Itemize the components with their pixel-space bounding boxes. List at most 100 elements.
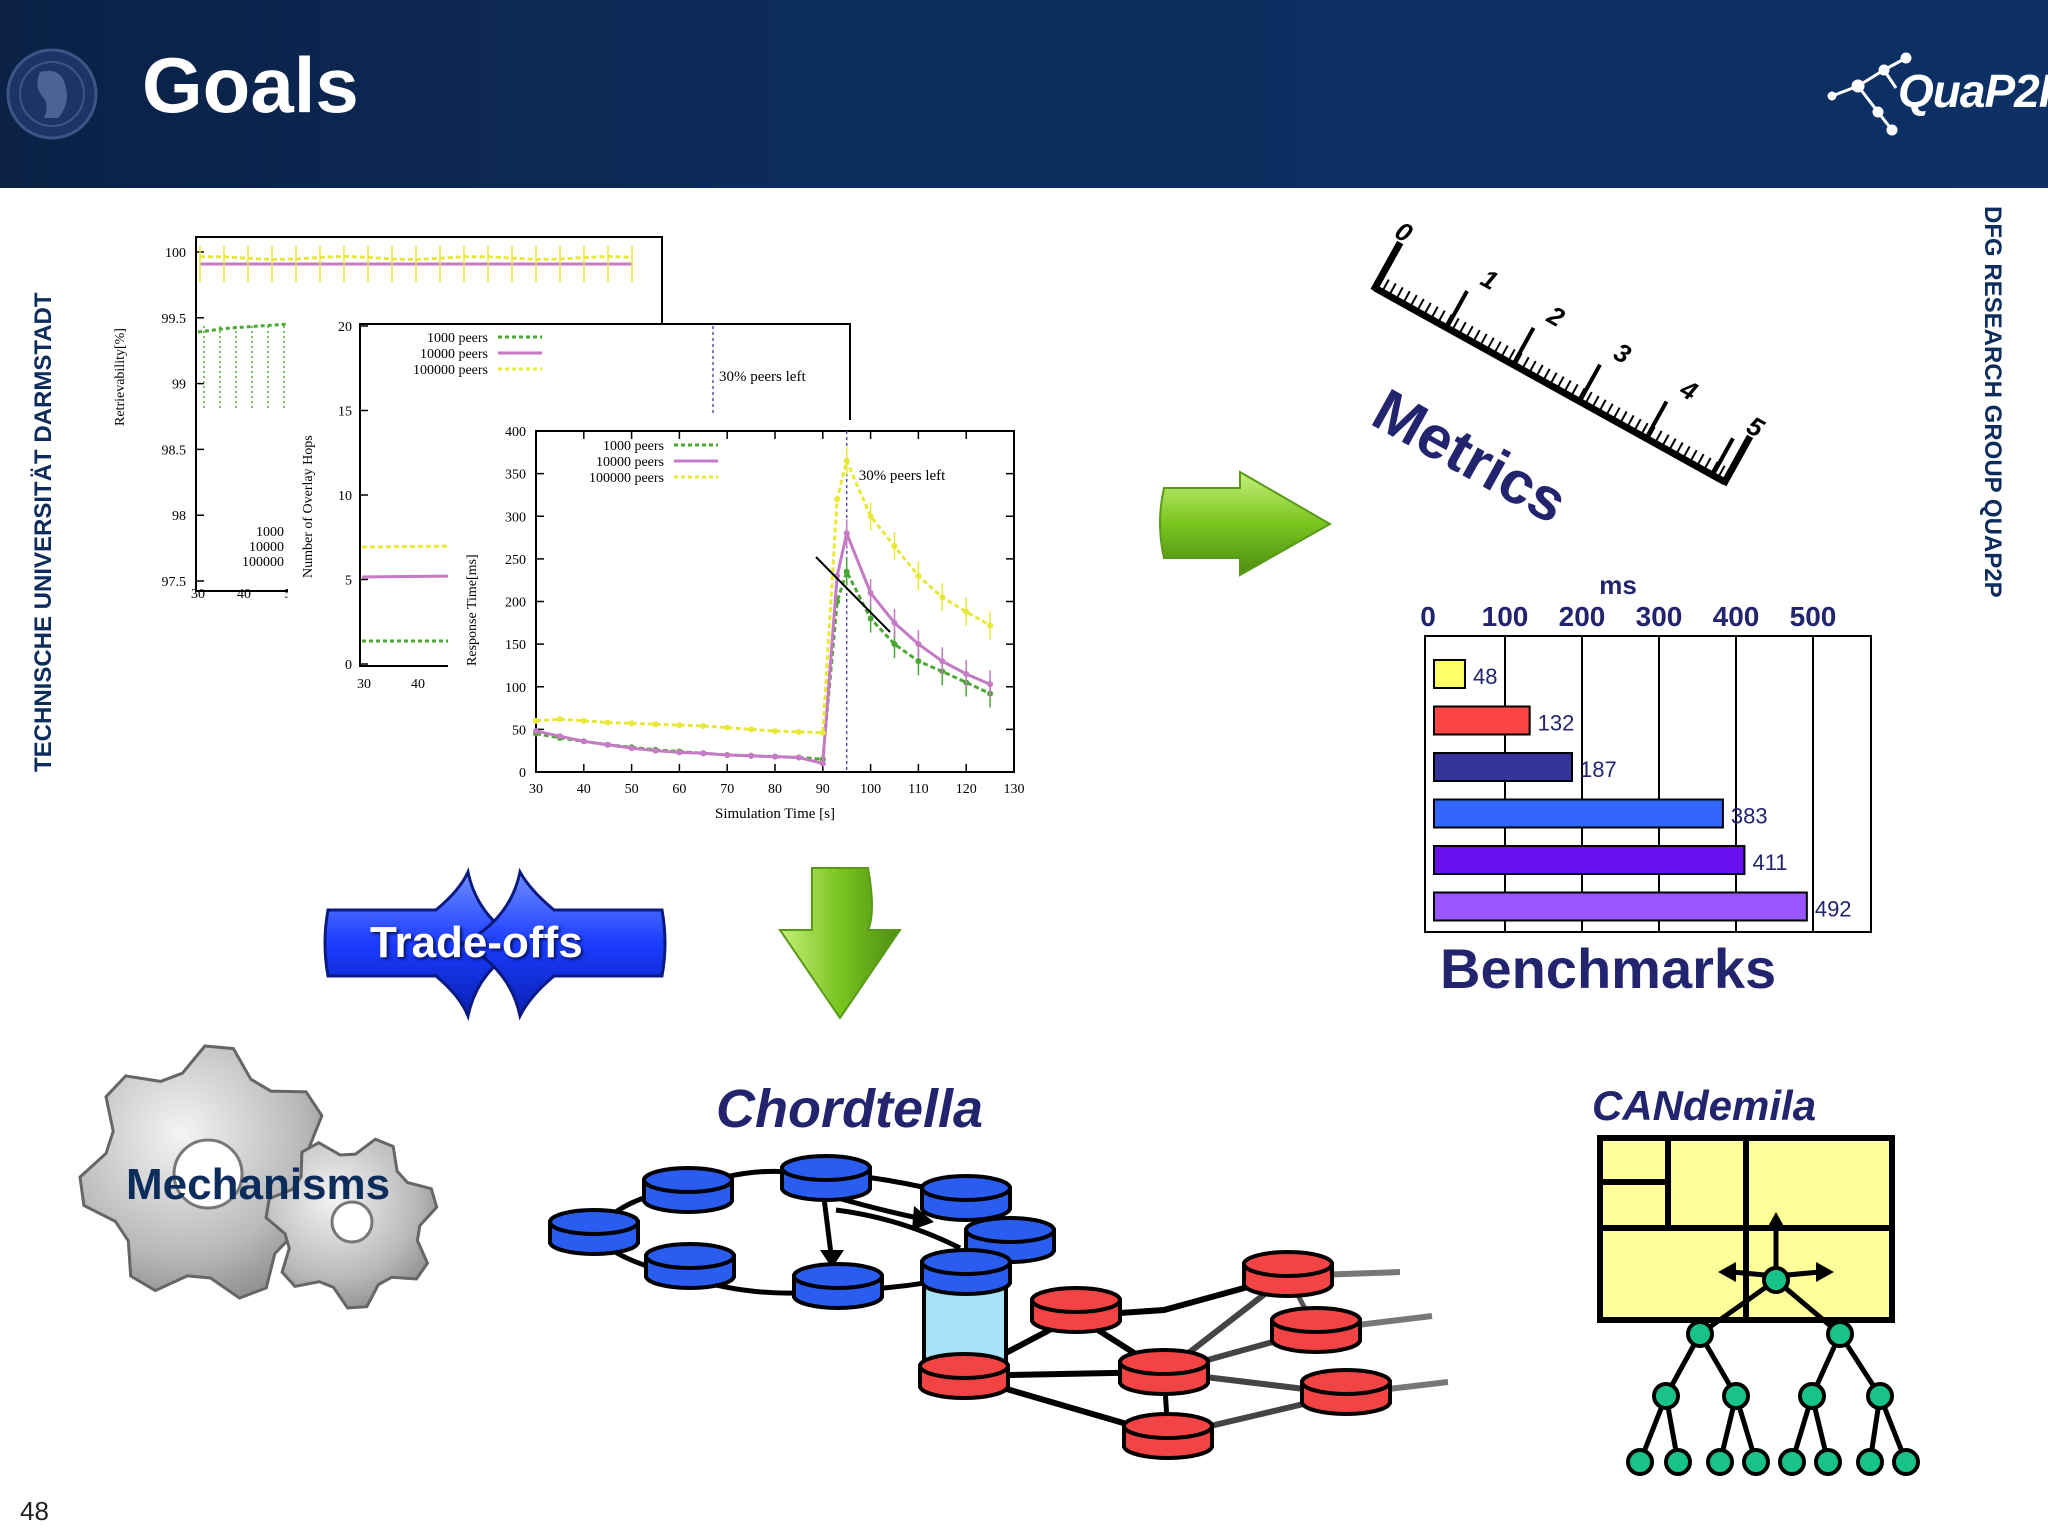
peer-node-icon bbox=[642, 1166, 734, 1214]
response-time-point bbox=[533, 728, 539, 735]
ruler-tick-label: 3 bbox=[1609, 337, 1637, 371]
response-time-point bbox=[604, 741, 611, 748]
response-time-point bbox=[915, 641, 922, 648]
overlay-hops-annotation: 30% peers left bbox=[719, 369, 806, 385]
retrievability-y-tick: 100 bbox=[165, 246, 186, 261]
tree-node-icon bbox=[1626, 1448, 1654, 1476]
benchmark-value-label: 48 bbox=[1473, 664, 1497, 689]
retrievability-y-tick: 99.5 bbox=[162, 312, 187, 327]
overlay-hops-legend-entry: 100000 peers bbox=[413, 363, 488, 378]
response-time-y-tick: 100 bbox=[505, 681, 526, 696]
peer-node-icon bbox=[1270, 1306, 1362, 1354]
chordtella-label: Chordtella bbox=[716, 1079, 984, 1139]
response-time-y-tick: 200 bbox=[505, 596, 526, 611]
peer-node-icon bbox=[1118, 1348, 1210, 1396]
peer-node-icon bbox=[644, 1242, 736, 1290]
overlay-hops-series-10000 bbox=[361, 574, 461, 579]
overlay-hops-y-tick: 5 bbox=[345, 574, 352, 589]
response-time-point bbox=[724, 724, 731, 731]
overlay-hops-legend-entry: 10000 peers bbox=[420, 347, 488, 362]
ruler-tick-label: 0 bbox=[1390, 215, 1418, 249]
response-time-point bbox=[556, 733, 563, 740]
response-time-point bbox=[748, 726, 755, 733]
peer-node-icon bbox=[918, 1352, 1010, 1400]
peer-node-icon bbox=[792, 1262, 884, 1310]
benchmark-x-tick: 100 bbox=[1482, 601, 1529, 632]
tree-node-icon bbox=[1664, 1448, 1692, 1476]
overlay-hops-x-tick: 40 bbox=[411, 677, 425, 692]
retrievability-y-tick: 97.5 bbox=[162, 575, 187, 590]
response-time-point bbox=[772, 728, 778, 735]
retrievability-y-axis-label: Retrievability[%] bbox=[113, 328, 128, 426]
response-time-point bbox=[580, 738, 587, 745]
candemila-diagram bbox=[1597, 1135, 1920, 1476]
response-time-point bbox=[556, 716, 563, 723]
benchmark-x-tick: 300 bbox=[1636, 601, 1683, 632]
overlay-hops-y-tick: 20 bbox=[338, 320, 352, 335]
overlay-hops-y-tick: 10 bbox=[338, 489, 352, 504]
page-number: 48 bbox=[20, 1496, 49, 1526]
retrievability-y-tick: 99 bbox=[172, 378, 186, 393]
quap2p-logo-icon bbox=[1827, 52, 1912, 136]
benchmark-value-label: 187 bbox=[1580, 757, 1617, 782]
response-time-x-tick: 120 bbox=[956, 782, 977, 797]
benchmark-frame bbox=[1424, 635, 1872, 933]
response-time-point bbox=[891, 619, 898, 626]
page-title: Goals bbox=[142, 41, 359, 129]
response-time-point bbox=[843, 530, 850, 537]
benchmark-x-tick: 0 bbox=[1420, 601, 1436, 632]
overlay-hops-y-tick: 0 bbox=[345, 658, 352, 673]
response-time-y-tick: 400 bbox=[505, 425, 526, 440]
tree-node-icon bbox=[1778, 1448, 1806, 1476]
response-time-x-tick: 60 bbox=[672, 782, 686, 797]
benchmark-value-label: 411 bbox=[1752, 850, 1787, 875]
response-time-point bbox=[700, 750, 707, 757]
response-time-point bbox=[748, 752, 755, 759]
tree-node-icon bbox=[1742, 1448, 1770, 1476]
response-time-point bbox=[795, 728, 802, 735]
benchmark-value-label: 383 bbox=[1731, 804, 1768, 829]
benchmark-bar bbox=[1433, 891, 1808, 922]
ruler-tick-label: 4 bbox=[1674, 373, 1703, 407]
response-time-point bbox=[676, 749, 683, 756]
quap2p-logo-text: QuaP2P bbox=[1898, 65, 2048, 117]
ruler-tick-label: 5 bbox=[1742, 410, 1770, 444]
retrievability-y-tick: 98 bbox=[172, 509, 186, 524]
overlay-hops-legend-entry: 1000 peers bbox=[427, 331, 488, 346]
tree-node-icon bbox=[1892, 1448, 1920, 1476]
tree-node-icon bbox=[1706, 1448, 1734, 1476]
benchmark-bar bbox=[1433, 752, 1573, 782]
overlay-hops-x-tick: 30 bbox=[357, 677, 371, 692]
response-time-x-tick: 70 bbox=[720, 782, 734, 797]
response-time-y-tick: 300 bbox=[505, 510, 526, 525]
response-time-point bbox=[652, 721, 659, 728]
response-time-y-tick: 50 bbox=[512, 723, 526, 738]
retrievability-legend-entry: 100000 bbox=[242, 555, 284, 570]
overlay-hops-y-tick: 15 bbox=[338, 405, 352, 420]
response-time-point bbox=[915, 572, 922, 579]
response-time-x-tick: 40 bbox=[577, 782, 591, 797]
response-time-legend-entry: 10000 peers bbox=[596, 455, 664, 470]
peer-node-icon bbox=[1030, 1286, 1122, 1334]
peer-node-icon bbox=[548, 1208, 640, 1256]
response-time-y-tick: 150 bbox=[505, 638, 526, 653]
response-time-series-line bbox=[535, 456, 991, 735]
response-time-y-tick: 0 bbox=[519, 766, 526, 781]
peer-node-icon bbox=[1300, 1368, 1392, 1416]
tree-node-icon bbox=[1866, 1382, 1894, 1410]
peer-node-icon bbox=[920, 1174, 1012, 1222]
tree-node-icon bbox=[1814, 1448, 1842, 1476]
response-time-legend-entry: 100000 peers bbox=[589, 471, 664, 486]
benchmark-bar bbox=[1433, 845, 1746, 875]
response-time-y-tick: 350 bbox=[505, 468, 526, 483]
retrievability-x-tick: 30 bbox=[191, 587, 205, 602]
peer-node-icon bbox=[780, 1154, 872, 1202]
response-time-point bbox=[819, 729, 826, 736]
response-time-point bbox=[915, 658, 922, 665]
peer-node-icon bbox=[1242, 1250, 1334, 1298]
response-time-point bbox=[834, 496, 841, 503]
response-time-point bbox=[724, 751, 731, 758]
